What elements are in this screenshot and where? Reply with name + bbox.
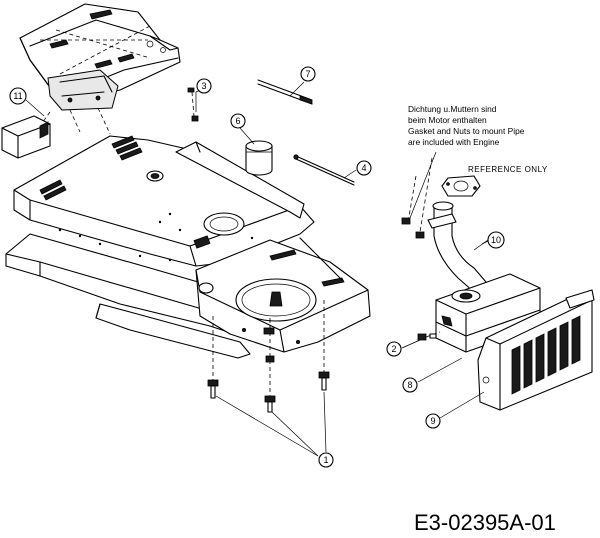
- main-frame-deck: [13, 135, 315, 267]
- leader-lines-1: [215, 391, 327, 457]
- callout-1: 1: [318, 452, 334, 468]
- callout-10: 10: [487, 231, 505, 249]
- gasket: [441, 175, 481, 197]
- drawing-code: E3-02395A-01: [414, 510, 556, 535]
- callout-3-label: 3: [201, 81, 206, 91]
- note-line-4: are included with Engine: [408, 137, 500, 147]
- callout-leaders: [25, 99, 489, 419]
- callout-9-label: 9: [430, 416, 435, 426]
- callout-2-label: 2: [391, 344, 396, 354]
- exhaust-pipe-part-10: [427, 201, 491, 293]
- hinge-bracket: [39, 69, 119, 135]
- bolt-c: [318, 371, 330, 391]
- note-line-2: beim Motor enthalten: [408, 115, 487, 125]
- callout-11-label: 11: [13, 91, 22, 101]
- callout-7: 7: [300, 66, 316, 82]
- callout-4: 4: [356, 160, 372, 176]
- callout-6-label: 6: [235, 116, 240, 126]
- screw-part-3: [187, 87, 205, 122]
- nut-b: [415, 231, 425, 239]
- callout-3: 3: [196, 78, 212, 94]
- bolt-parts-1: [207, 327, 330, 413]
- shield-vents: [511, 315, 581, 395]
- callout-6: 6: [230, 113, 246, 129]
- nut-a: [401, 217, 411, 225]
- bolt-part-2: [417, 331, 441, 341]
- rod-part-7: [257, 79, 313, 105]
- bumper-pad-part-11: [1, 115, 51, 159]
- callout-8-label: 8: [407, 380, 412, 390]
- callout-7-label: 7: [305, 69, 310, 79]
- callout-2: 2: [386, 341, 402, 357]
- cable-part-4: [293, 154, 357, 186]
- reference-only-label: REFERENCE ONLY: [468, 165, 548, 174]
- bolt-a: [207, 379, 219, 399]
- callout-4-label: 4: [361, 163, 366, 173]
- heat-shield-part-9: [477, 289, 595, 411]
- mounting-note: Dichtung u.Muttern sind beim Motor entha…: [408, 104, 525, 147]
- bolt-b: [264, 395, 276, 413]
- engine-mount-plate: [195, 237, 371, 353]
- callout-9: 9: [425, 413, 441, 429]
- callout-11: 11: [9, 87, 27, 105]
- callout-1-label: 1: [323, 455, 328, 465]
- note-line-3: Gasket and Nuts to mount Pipe: [408, 126, 525, 136]
- gasket-nuts-group: [401, 151, 481, 239]
- lower-frame-rail: [5, 233, 263, 359]
- callout-10-label: 10: [491, 235, 501, 245]
- note-line-1: Dichtung u.Muttern sind: [408, 104, 497, 114]
- callout-8: 8: [402, 377, 418, 393]
- bolt-d: [263, 327, 275, 363]
- filter-cup-part-6: [239, 127, 273, 176]
